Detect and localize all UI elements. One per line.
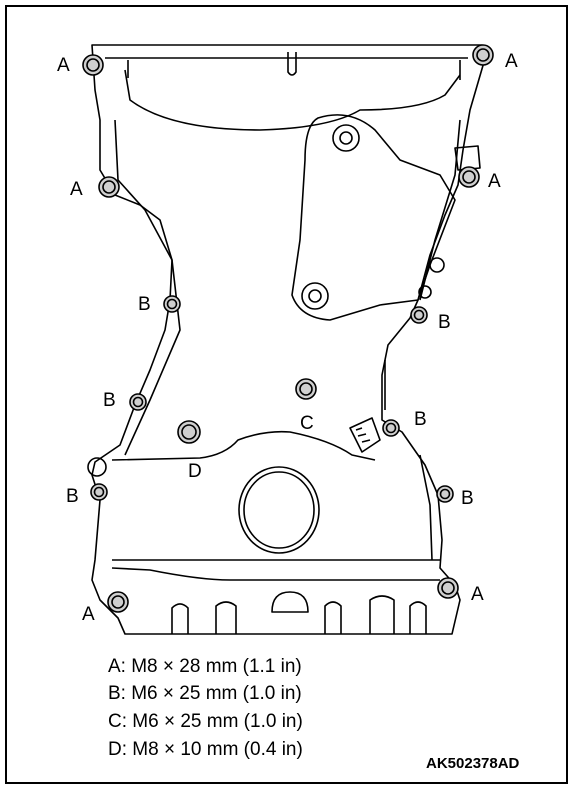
lower-bay [111, 430, 440, 581]
bolt-b-left-3 [90, 483, 108, 501]
bolt-a-bottom-right [437, 577, 459, 599]
bolt-b-right-2 [382, 419, 400, 437]
bolt-a-top-left [82, 54, 104, 76]
bolt-a-bottom-left [107, 591, 129, 613]
crankshaft-seal-bore [238, 466, 320, 554]
legend-a: A: M8 × 28 mm (1.1 in) [108, 656, 302, 677]
bolt-heads [82, 44, 494, 613]
callout-d: D [188, 461, 202, 482]
pivot-hole-lower [301, 282, 329, 310]
tensioner-arm [291, 114, 456, 321]
callout-b-left-2: B [103, 390, 116, 411]
callout-c: C [300, 413, 314, 434]
bolt-a-upper-right [458, 166, 480, 188]
bolt-a-top-right [472, 44, 494, 66]
legend-d: D: M8 × 10 mm (0.4 in) [108, 739, 303, 760]
bolt-b-left-2 [129, 393, 147, 411]
bolt-a-upper-left [98, 176, 120, 198]
pivot-hole-upper [332, 124, 360, 152]
bolt-b-left-1 [163, 295, 181, 313]
sensor-connector [349, 417, 381, 453]
cover-outline [91, 44, 485, 635]
callout-b-left-1: B [138, 294, 151, 315]
bolt-c [295, 378, 317, 400]
figure-code: AK502378AD [426, 755, 520, 772]
bolt-b-right-1 [410, 306, 428, 324]
callout-a-top-left: A [57, 55, 70, 76]
upper-housing [124, 69, 461, 131]
callout-b-right-1: B [438, 312, 451, 333]
callout-a-upper-left: A [70, 179, 83, 200]
callout-a-bottom-left: A [82, 604, 95, 625]
bolt-b-right-3 [436, 485, 454, 503]
inner-flange [105, 57, 468, 561]
boss-right [429, 257, 445, 273]
callout-a-bottom-right: A [471, 584, 484, 605]
legend-c: C: M6 × 25 mm (1.0 in) [108, 711, 303, 732]
callout-b-left-3: B [66, 486, 79, 507]
legend-b: B: M6 × 25 mm (1.0 in) [108, 683, 302, 704]
callout-b-right-3: B [461, 488, 474, 509]
callout-a-upper-right: A [488, 171, 501, 192]
callout-b-right-2: B [414, 409, 427, 430]
callout-a-top-right: A [505, 51, 518, 72]
diagram-frame [5, 5, 568, 784]
